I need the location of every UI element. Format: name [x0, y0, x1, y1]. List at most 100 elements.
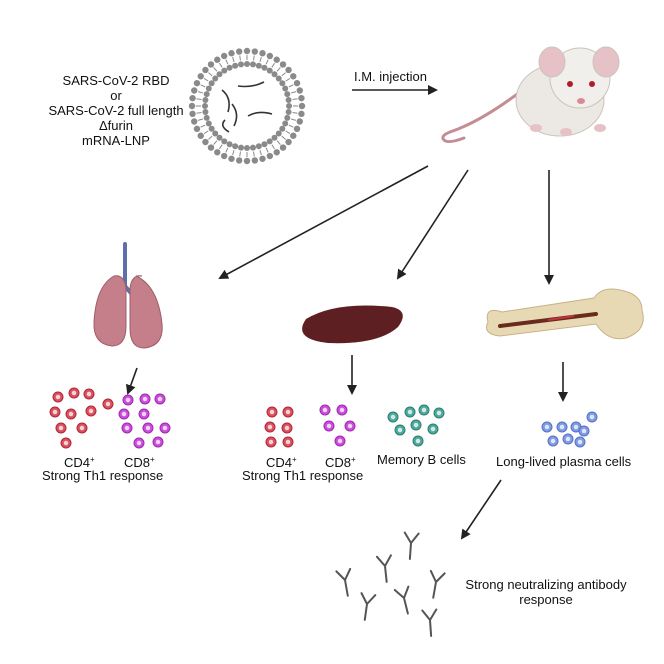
lipid-head-inner	[221, 138, 228, 145]
lipid-head-outer	[193, 125, 201, 133]
antibody-icon	[403, 531, 420, 560]
plasma-label: Long-lived plasma cells	[496, 454, 632, 469]
cd8-cell-nucleus	[155, 439, 161, 445]
arrow-to-antibodies	[460, 479, 502, 540]
lipid-head-inner	[266, 138, 273, 145]
lipid-head-outer	[197, 132, 204, 139]
lipid-head-outer	[293, 125, 301, 133]
lipid-head-outer	[214, 149, 221, 156]
lipid-tail	[285, 78, 291, 82]
lipid-head-outer	[220, 52, 228, 60]
lipid-head-inner	[232, 62, 239, 69]
lipid-tail	[225, 147, 229, 153]
lipid-head-inner	[255, 143, 262, 150]
lipid-head-inner	[244, 61, 250, 67]
lipid-head-outer	[266, 152, 274, 160]
lipid-head-outer	[285, 138, 292, 146]
lipid-head-inner	[249, 144, 256, 151]
lipid-tail	[203, 130, 209, 134]
antibody-icon	[421, 608, 438, 637]
lipid-head-outer	[273, 149, 280, 156]
lipid-head-outer	[296, 118, 303, 125]
lipid-head-outer	[214, 56, 221, 63]
antibody-response-line: response	[519, 592, 573, 607]
cd4-cell-nucleus	[71, 390, 77, 396]
lipid-head-inner	[266, 67, 273, 74]
lipid-head-outer	[298, 110, 305, 118]
lipid-tail	[288, 84, 294, 88]
cd8-cell-nucleus	[326, 423, 332, 429]
plasma-cell-nucleus	[589, 414, 595, 420]
lipid-head-inner	[285, 97, 292, 104]
cd4-cell-nucleus	[63, 440, 69, 446]
lung-cd4-label: CD4+	[64, 455, 95, 470]
lipid-head-outer	[290, 73, 297, 80]
antibody-icon	[360, 592, 377, 621]
cd4-cell-nucleus	[285, 409, 291, 415]
cd4-cells-lung	[49, 387, 114, 449]
lipid-head-outer	[279, 61, 287, 68]
lipid-tail	[281, 72, 286, 77]
lipid-head-outer	[207, 144, 215, 151]
cd8-cell-nucleus	[124, 425, 130, 431]
cd8-cells-spleen	[319, 404, 356, 447]
lipid-head-outer	[279, 144, 287, 151]
cd8-cell-nucleus	[339, 407, 345, 413]
lipid-head-outer	[290, 132, 297, 139]
lipid-head-outer	[298, 102, 306, 110]
memory-b-cell-nucleus	[413, 422, 419, 428]
cd8-cell-nucleus	[337, 438, 343, 444]
cd8-cell-nucleus	[162, 425, 168, 431]
lipid-head-outer	[228, 155, 235, 162]
mrna-strands-icon	[221, 81, 273, 133]
lipid-head-outer	[285, 66, 292, 74]
lipid-head-outer	[191, 118, 198, 125]
lipid-tail	[203, 78, 209, 82]
lipid-head-outer	[251, 157, 259, 164]
antibody-icons	[335, 531, 446, 637]
lipid-head-outer	[243, 47, 251, 55]
lipid-head-inner	[286, 103, 292, 109]
cd4-cell-nucleus	[68, 411, 74, 417]
lipid-head-inner	[282, 120, 289, 127]
lipid-head-inner	[279, 125, 286, 132]
cd4-cell-nucleus	[105, 401, 111, 407]
lipid-head-outer	[251, 48, 259, 55]
antibody-response-line: Strong neutralizing antibody	[465, 577, 627, 592]
lipid-head-inner	[208, 125, 215, 132]
lipid-head-inner	[226, 141, 233, 148]
lipid-head-inner	[232, 143, 239, 150]
lipid-head-inner	[202, 108, 209, 115]
plasma-cell-nucleus	[550, 438, 556, 444]
lipid-tail	[232, 149, 235, 156]
lung-response-label: Strong Th1 response	[42, 468, 164, 483]
lipid-head-inner	[212, 130, 219, 137]
cd4-cell-nucleus	[86, 391, 92, 397]
lipid-head-outer	[273, 56, 280, 63]
lipid-head-outer	[235, 48, 243, 55]
lipid-tail	[208, 72, 213, 77]
cd8-cell-nucleus	[142, 396, 148, 402]
lipid-head-inner	[284, 91, 291, 98]
lipid-tail	[208, 135, 213, 140]
lnp-icon	[188, 47, 306, 165]
lipid-head-outer	[188, 102, 196, 110]
lipid-tail	[197, 118, 204, 121]
plasma-cell-nucleus	[565, 436, 571, 442]
lipid-tail	[253, 55, 255, 61]
lipid-head-inner	[271, 134, 278, 141]
memory-b-cells	[387, 404, 445, 447]
lipid-tail	[285, 130, 291, 134]
antibody-icon	[375, 554, 392, 583]
cd8-cell-nucleus	[136, 440, 142, 446]
lipid-head-outer	[235, 157, 243, 164]
cd4-cell-nucleus	[79, 425, 85, 431]
lung-cd8-label: CD8+	[124, 455, 155, 470]
lipid-head-inner	[212, 75, 219, 82]
memory-b-label: Memory B cells	[377, 452, 466, 467]
lipid-tail	[219, 144, 223, 150]
spleen-icon	[302, 305, 403, 344]
lipid-tail	[292, 112, 298, 114]
